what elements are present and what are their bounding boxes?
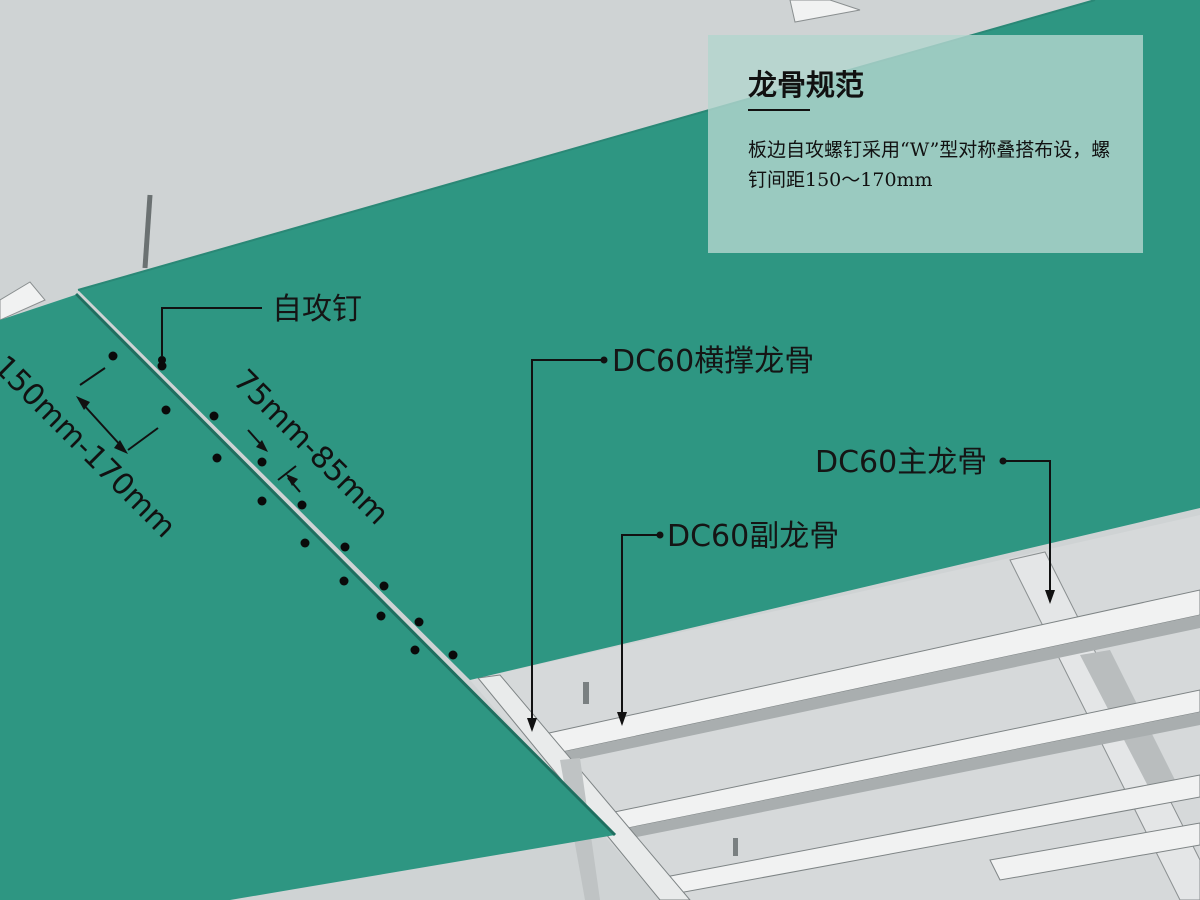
dim-line bbox=[81, 402, 123, 448]
leader-line bbox=[1003, 460, 1051, 600]
callout-label-main-keel: DC60主龙骨 bbox=[815, 445, 987, 480]
screw-dot bbox=[108, 351, 118, 361]
board-left bbox=[0, 295, 615, 900]
screw-dot bbox=[414, 617, 424, 627]
leader-arrow bbox=[527, 718, 537, 732]
callout-label-screw: 自攻钉 bbox=[272, 292, 362, 327]
info-title: 龙骨规范 bbox=[748, 68, 865, 102]
keel-bar-4 bbox=[989, 822, 1200, 881]
dimension-edge-spacing bbox=[247, 429, 301, 493]
screw-dots bbox=[108, 351, 458, 660]
dim-ext-line bbox=[79, 367, 106, 386]
leader-arrow bbox=[617, 712, 627, 726]
callout-label-secondary-keel: DC60副龙骨 bbox=[667, 519, 839, 554]
info-panel: 龙骨规范 板边自攻螺钉采用“W”型对称叠搭布设，螺钉间距150～170mm bbox=[708, 35, 1143, 253]
keel-bar-2-side bbox=[608, 712, 1200, 842]
dim-arrow bbox=[256, 440, 268, 452]
dim-arrow bbox=[76, 396, 90, 410]
screw-dot bbox=[157, 361, 167, 371]
screw-dot bbox=[297, 500, 307, 510]
dimension-screw-spacing bbox=[76, 367, 159, 454]
callout-main-keel: DC60主龙骨 bbox=[815, 445, 1055, 604]
screw-dot bbox=[448, 650, 458, 660]
keel-bar-1-side bbox=[548, 615, 1200, 765]
callout-cross-keel: DC60横撑龙骨 bbox=[527, 344, 814, 732]
screw-dot bbox=[300, 538, 310, 548]
leader-line bbox=[621, 534, 660, 722]
screw-dot bbox=[340, 542, 350, 552]
screw-dot bbox=[209, 411, 219, 421]
screw-dot bbox=[161, 405, 171, 415]
keel-end-left bbox=[0, 281, 46, 321]
dim-arrow bbox=[286, 474, 298, 486]
dim-ext-line bbox=[277, 465, 297, 481]
dim-ext-line bbox=[127, 427, 159, 451]
board-seam bbox=[74, 292, 617, 837]
screw-dot bbox=[379, 581, 389, 591]
dim-arrow bbox=[114, 440, 128, 454]
info-title-underline bbox=[748, 109, 810, 111]
leader-dot bbox=[656, 531, 664, 539]
keel-grid bbox=[470, 515, 1200, 900]
info-body-text: 板边自攻螺钉采用“W”型对称叠搭布设，螺钉间距150～170mm bbox=[748, 139, 1111, 191]
callout-screw: 自攻钉 bbox=[158, 292, 362, 364]
leader-arrow bbox=[1045, 590, 1055, 604]
hanger-bolt bbox=[142, 194, 153, 269]
screw-dot bbox=[257, 457, 267, 467]
leader-line bbox=[531, 359, 602, 728]
leader-dot bbox=[600, 356, 608, 364]
hanger-rod-2 bbox=[733, 838, 738, 856]
callout-label-cross-keel: DC60横撑龙骨 bbox=[612, 344, 814, 379]
screw-dot bbox=[376, 611, 386, 621]
leader-line bbox=[161, 307, 262, 356]
screw-dot bbox=[212, 453, 222, 463]
keel-end-top bbox=[789, 0, 861, 23]
screw-dot bbox=[410, 645, 420, 655]
screw-dot bbox=[339, 576, 349, 586]
callout-secondary-keel: DC60副龙骨 bbox=[617, 519, 839, 726]
hanger-rod bbox=[583, 682, 589, 704]
leader-dot bbox=[158, 356, 166, 364]
leader-dot bbox=[999, 457, 1007, 465]
screw-dot bbox=[257, 496, 267, 506]
